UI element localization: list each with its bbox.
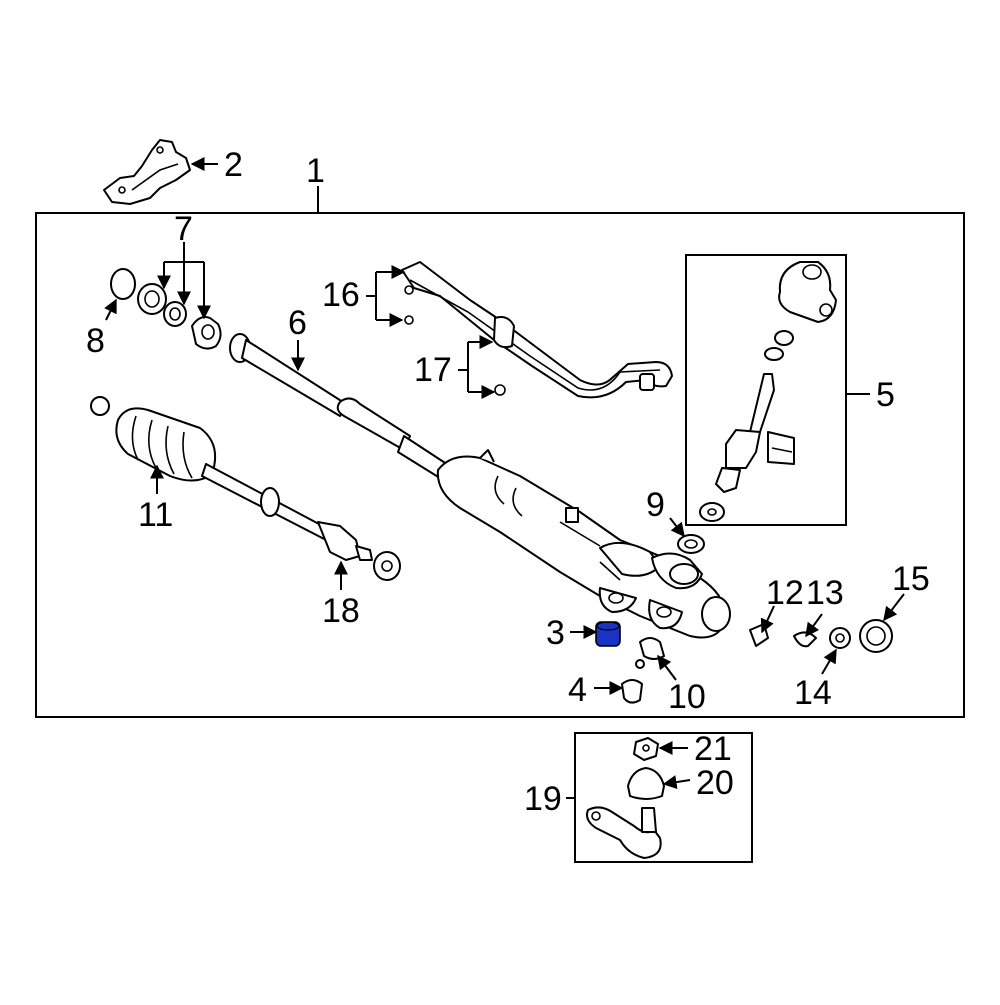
callout-10: 10 (668, 678, 706, 716)
callout-20: 20 (696, 764, 734, 802)
tie-rod-part-18[interactable] (201, 463, 401, 581)
callout-3: 3 (546, 614, 565, 652)
seal-part-9[interactable] (677, 534, 705, 554)
callout-19: 19 (524, 780, 562, 818)
main-assembly-frame (35, 212, 965, 718)
callout-17: 17 (414, 351, 452, 389)
valve-assembly-part-5[interactable] (699, 261, 837, 522)
boot-part-11[interactable] (90, 396, 216, 482)
callout-8: 8 (86, 322, 105, 360)
rack-bar-part-6[interactable] (229, 333, 463, 489)
o-ring-part-8[interactable] (110, 268, 136, 300)
plug-part-10[interactable] (635, 637, 665, 669)
callout-14: 14 (794, 674, 832, 712)
washer-part-14[interactable] (829, 627, 851, 649)
callout-21: 21 (694, 730, 732, 768)
callout-labels: 1 2 3 4 5 6 7 8 9 10 11 12 13 14 15 16 1… (86, 146, 930, 818)
tie-rod-end-part-19[interactable] (586, 806, 662, 859)
leader-lines (104, 157, 905, 799)
callout-2: 2 (224, 146, 243, 184)
insulator-part-4[interactable] (621, 679, 643, 704)
callout-7: 7 (174, 210, 193, 248)
seal-part-15[interactable] (859, 619, 893, 653)
nut-part-21[interactable] (633, 737, 659, 761)
callout-9: 9 (646, 486, 665, 524)
boot-part-20[interactable] (627, 767, 665, 800)
bushing-part-3[interactable] (595, 621, 621, 647)
callout-12: 12 (766, 574, 804, 612)
callout-15: 15 (892, 560, 930, 598)
steering-gear-housing[interactable] (436, 449, 731, 639)
valve-subassembly-frame (685, 254, 847, 526)
callout-13: 13 (806, 574, 844, 612)
callout-4: 4 (568, 671, 587, 709)
bracket-part-2[interactable] (103, 139, 191, 205)
callout-6: 6 (288, 304, 307, 342)
pressure-lines-part-16[interactable] (401, 261, 673, 399)
callout-5: 5 (876, 376, 895, 414)
callout-16: 16 (322, 276, 360, 314)
clip-part-13[interactable] (793, 631, 817, 648)
seal-set-part-7[interactable] (137, 283, 222, 350)
clip-part-12[interactable] (749, 623, 769, 647)
callout-11: 11 (138, 496, 173, 534)
callout-1: 1 (306, 152, 325, 190)
callout-18: 18 (322, 592, 360, 630)
